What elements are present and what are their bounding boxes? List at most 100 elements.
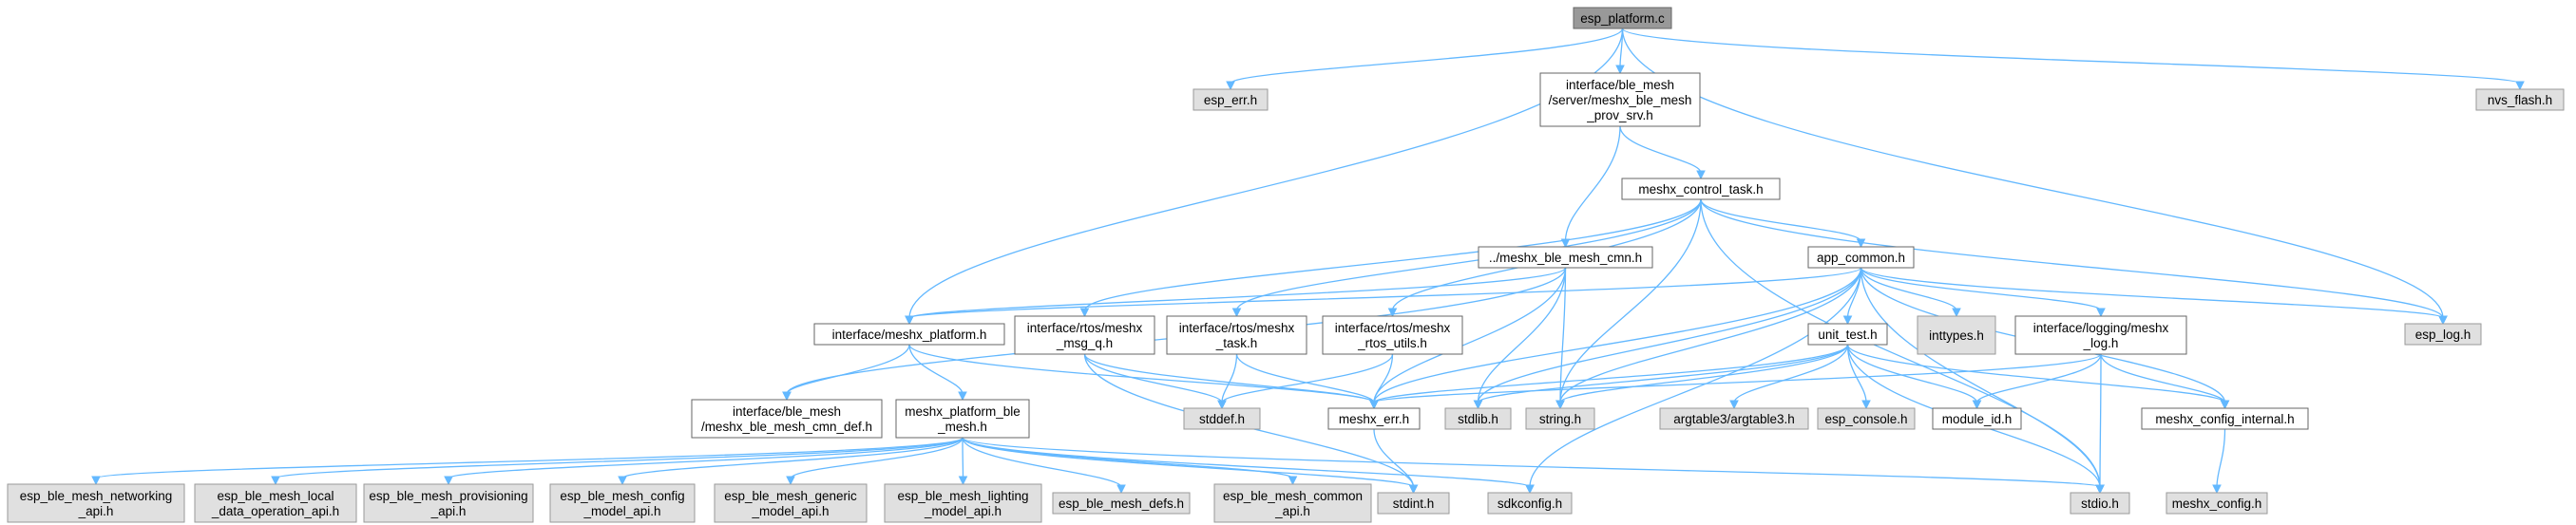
dependency-edge (1559, 344, 1849, 403)
node-label: _api.h (430, 504, 467, 518)
node-label: sdkconfig.h (1498, 497, 1562, 511)
node-box (1621, 178, 1781, 200)
node-stddef-h: stddef.h (1183, 407, 1261, 430)
node-esp-platform-c[interactable]: esp_platform.c (1573, 7, 1672, 29)
node-app-common-h[interactable]: app_common.h (1807, 246, 1915, 269)
node-meshx-ble-mesh-cmn-h[interactable]: ../meshx_ble_mesh_cmn.h (1478, 246, 1653, 269)
dependency-edge (1477, 267, 1862, 403)
node-label: esp_platform.c (1580, 11, 1665, 26)
node-box (194, 483, 357, 523)
dependency-arrowhead (2096, 308, 2106, 318)
node-esp-ble-mesh-common-api-h: esp_ble_mesh_common_api.h (1213, 483, 1372, 523)
node-label: esp_console.h (1824, 412, 1907, 426)
node-meshx-rtos-utils-h[interactable]: interface/rtos/meshx_rtos_utils.h (1322, 315, 1463, 355)
dependency-arrowhead (958, 476, 968, 486)
node-label: meshx_control_task.h (1638, 182, 1763, 197)
node-label: esp_ble_mesh_provisioning (369, 489, 527, 503)
dependency-arrowhead (1696, 170, 1706, 180)
node-box (1166, 315, 1307, 355)
node-label: interface/rtos/meshx (1335, 321, 1451, 335)
dependency-edge (1733, 344, 1849, 403)
node-label: esp_ble_mesh_defs.h (1059, 497, 1184, 511)
dependency-edge (1860, 267, 2444, 319)
node-meshx-config-internal-h[interactable]: meshx_config_internal.h (2141, 407, 2309, 430)
node-box (7, 483, 185, 523)
node-meshx-ble-mesh-cmn-def-h[interactable]: interface/ble_mesh/meshx_ble_mesh_cmn_de… (691, 399, 883, 439)
dependency-edge (2099, 353, 2102, 488)
node-box (1525, 407, 1595, 430)
node-box (1014, 315, 1155, 355)
dependency-arrowhead (1226, 81, 1235, 91)
dependency-edge (962, 437, 1122, 488)
node-box (1817, 407, 1916, 430)
node-label: inttypes.h (1929, 328, 1984, 343)
dependency-edge (1477, 344, 1849, 403)
node-meshx-control-task-h[interactable]: meshx_control_task.h (1621, 178, 1781, 200)
dependency-edge (1975, 353, 2102, 403)
dependency-edge (1373, 428, 1415, 488)
node-meshx-platform-ble-mesh-h[interactable]: meshx_platform_ble_mesh.h (895, 399, 1030, 439)
node-esp-ble-mesh-config-model-api-h: esp_ble_mesh_config_model_api.h (549, 483, 696, 523)
node-string-h: string.h (1525, 407, 1595, 430)
dependency-edge (1700, 198, 1862, 242)
dependency-edge (1373, 353, 2102, 403)
node-unit-test-h[interactable]: unit_test.h (1807, 323, 1888, 346)
dependency-arrowhead (1861, 400, 1871, 410)
node-box (1193, 88, 1269, 111)
node-meshx-ble-mesh-prov-srv-h[interactable]: interface/ble_mesh/server/meshx_ble_mesh… (1539, 72, 1701, 127)
node-meshx-task-h[interactable]: interface/rtos/meshx_task.h (1166, 315, 1307, 355)
node-nvs-flash-h: nvs_flash.h (2475, 88, 2565, 111)
node-meshx-err-h[interactable]: meshx_err.h (1327, 407, 1421, 430)
dependency-edge (1559, 198, 1702, 403)
dependency-arrowhead (1408, 484, 1419, 495)
node-esp-ble-mesh-networking-api-h: esp_ble_mesh_networking_api.h (7, 483, 185, 523)
dependency-arrowhead (91, 476, 101, 486)
node-meshx-log-h[interactable]: interface/logging/meshx_log.h (2014, 315, 2187, 355)
node-label: ../meshx_ble_mesh_cmn.h (1489, 251, 1642, 265)
dependency-edge (1621, 28, 2521, 84)
dependency-edge (1529, 267, 1862, 488)
dependency-edge (1230, 28, 1624, 84)
node-box (1478, 246, 1653, 269)
dependency-arrowhead (1217, 400, 1227, 410)
node-label: esp_log.h (2415, 328, 2471, 342)
node-label: esp_err.h (1204, 93, 1257, 107)
node-label: _api.h (1274, 504, 1310, 518)
node-meshx-config-h: meshx_config.h (2166, 492, 2268, 515)
dependency-edge (962, 437, 1531, 488)
node-box (1917, 315, 1996, 355)
dependency-edge (1235, 353, 1375, 403)
dependency-edge (1083, 198, 1702, 311)
dependency-arrowhead (1369, 400, 1379, 410)
dependency-arrowhead (786, 476, 795, 486)
node-meshx-msg-q-h[interactable]: interface/rtos/meshx_msg_q.h (1014, 315, 1155, 355)
node-module-id-h[interactable]: module_id.h (1932, 407, 2022, 430)
node-label: interface/rtos/meshx (1179, 321, 1295, 335)
dependency-edge (1564, 125, 1621, 242)
dependency-edge (1373, 353, 1394, 403)
node-box (1539, 72, 1701, 127)
dependency-edge (962, 437, 964, 479)
dependency-arrowhead (1079, 308, 1090, 318)
dependency-edge (1846, 344, 1978, 403)
dependency-edge (908, 267, 1567, 319)
dependency-arrowhead (958, 391, 967, 402)
dependency-edge (621, 437, 964, 479)
node-box (1183, 407, 1261, 430)
node-label: interface/rtos/meshx (1027, 321, 1143, 335)
dependency-arrowhead (618, 476, 627, 486)
node-label: esp_ble_mesh_local (217, 489, 334, 503)
node-box (1932, 407, 2022, 430)
node-box (2475, 88, 2565, 111)
node-label: stdlib.h (1458, 412, 1498, 426)
dependency-edge (1621, 28, 2444, 319)
node-box (1377, 492, 1450, 515)
dependency-edge (2100, 353, 2226, 403)
dependency-edge (2216, 428, 2226, 488)
dependency-edge (908, 344, 964, 395)
dependency-arrowhead (1729, 400, 1739, 410)
node-meshx-platform-h[interactable]: interface/meshx_platform.h (813, 323, 1005, 346)
node-box (1487, 492, 1573, 515)
node-label: /server/meshx_ble_mesh (1549, 93, 1692, 107)
